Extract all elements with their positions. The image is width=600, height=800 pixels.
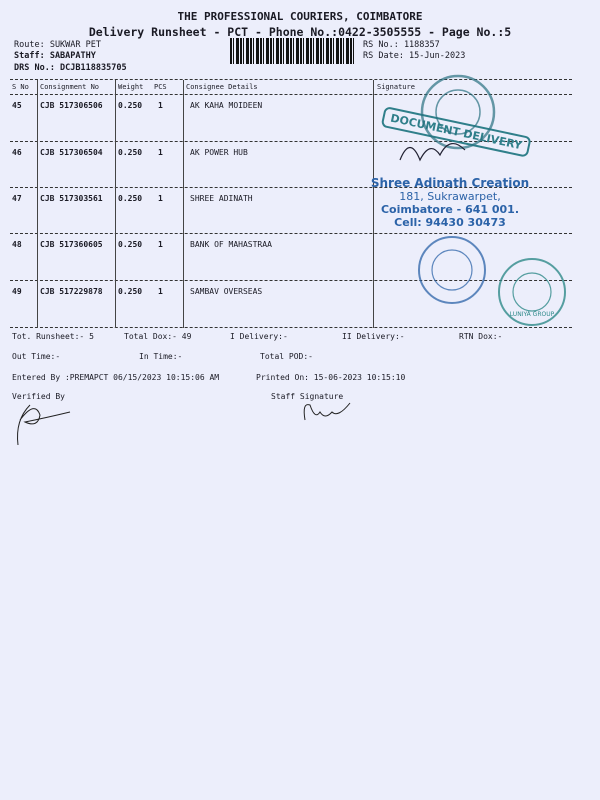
in-time: In Time:- <box>139 352 183 361</box>
staff: Staff: SABAPATHY <box>14 51 96 61</box>
shop-name: Shree Adinath Creation <box>370 176 530 190</box>
i-delivery: I Delivery:- <box>230 332 288 341</box>
luniya-group-text: LUNIYA GROUP <box>510 311 555 318</box>
sno-cell: 46 <box>12 148 22 157</box>
consignee-cell: SHREE ADINATH <box>190 194 253 203</box>
pcs-cell: 1 <box>158 240 163 249</box>
entered-by: Entered By :PREMAPCT 06/15/2023 10:15:06… <box>12 373 220 382</box>
consignment-no-cell: CJB 517306506 <box>40 101 103 110</box>
col-consignee: Consignee Details <box>186 83 258 91</box>
pcs-cell: 1 <box>158 101 163 110</box>
out-time: Out Time:- <box>12 352 61 361</box>
round-stamp-middle <box>418 236 486 304</box>
sno-cell: 47 <box>12 194 22 203</box>
drs-number: DRS No.: DCJB118835705 <box>14 63 127 73</box>
sno-cell: 48 <box>12 240 22 249</box>
rs-number: RS No.: 1188357 <box>363 40 440 50</box>
consignment-no-cell: CJB 517303561 <box>40 194 103 203</box>
weight-cell: 0.250 <box>118 287 143 296</box>
round-stamp-top <box>420 74 496 150</box>
consignee-cell: AK KAHA MOIDEEN <box>190 101 263 110</box>
rtn-dox: RTN Dox:- <box>459 332 503 341</box>
staff-signature-mark <box>303 402 351 421</box>
pcs-cell: 1 <box>158 194 163 203</box>
total-dox: Total Dox:- 49 <box>124 332 192 341</box>
tot-runsheet: Tot. Runsheet:- 5 <box>12 332 94 341</box>
verified-by: Verified By <box>12 392 65 401</box>
consignee-cell: BANK OF MAHASTRAA <box>190 240 272 249</box>
shop-address-2: Coimbatore - 641 001. <box>380 203 519 216</box>
ii-delivery: II Delivery:- <box>342 332 405 341</box>
signature-mark <box>399 143 466 162</box>
barcode <box>230 38 355 64</box>
consignee-cell: SAMBAV OVERSEAS <box>190 287 263 296</box>
col-consignment: Consignment No <box>40 83 100 91</box>
consignment-no-cell: CJB 517229878 <box>40 287 103 296</box>
consignment-no-cell: CJB 517306504 <box>40 148 103 157</box>
verifier-signature <box>17 404 71 446</box>
total-pod: Total POD:- <box>260 352 313 361</box>
runsheet-subtitle: Delivery Runsheet - PCT - Phone No.:0422… <box>88 25 512 39</box>
col-sno: S No <box>12 83 29 91</box>
weight-cell: 0.250 <box>118 194 143 203</box>
consignee-cell: AK POWER HUB <box>190 148 248 157</box>
staff-signature: Staff Signature <box>271 392 344 401</box>
company-title: THE PROFESSIONAL COURIERS, COIMBATORE <box>177 10 423 23</box>
luniya-group-stamp: LUNIYA GROUP <box>498 258 566 326</box>
route: Route: SUKWAR PET <box>14 40 101 50</box>
col-signature: Signature <box>377 83 415 91</box>
sno-cell: 49 <box>12 287 22 296</box>
col-pcs: PCS <box>154 83 167 91</box>
weight-cell: 0.250 <box>118 148 143 157</box>
shop-stamp: Shree Adinath Creation 181, Sukrawarpet,… <box>360 176 540 229</box>
weight-cell: 0.250 <box>118 240 143 249</box>
pcs-cell: 1 <box>158 148 163 157</box>
shop-address-1: 181, Sukrawarpet, <box>399 190 501 203</box>
consignment-no-cell: CJB 517360605 <box>40 240 103 249</box>
pcs-cell: 1 <box>158 287 163 296</box>
sno-cell: 45 <box>12 101 22 110</box>
shop-cell: Cell: 94430 30473 <box>394 216 506 229</box>
rs-date: RS Date: 15-Jun-2023 <box>363 51 466 61</box>
col-weight: Weight <box>118 83 144 91</box>
printed-on: Printed On: 15-06-2023 10:15:10 <box>256 373 406 382</box>
weight-cell: 0.250 <box>118 101 143 110</box>
